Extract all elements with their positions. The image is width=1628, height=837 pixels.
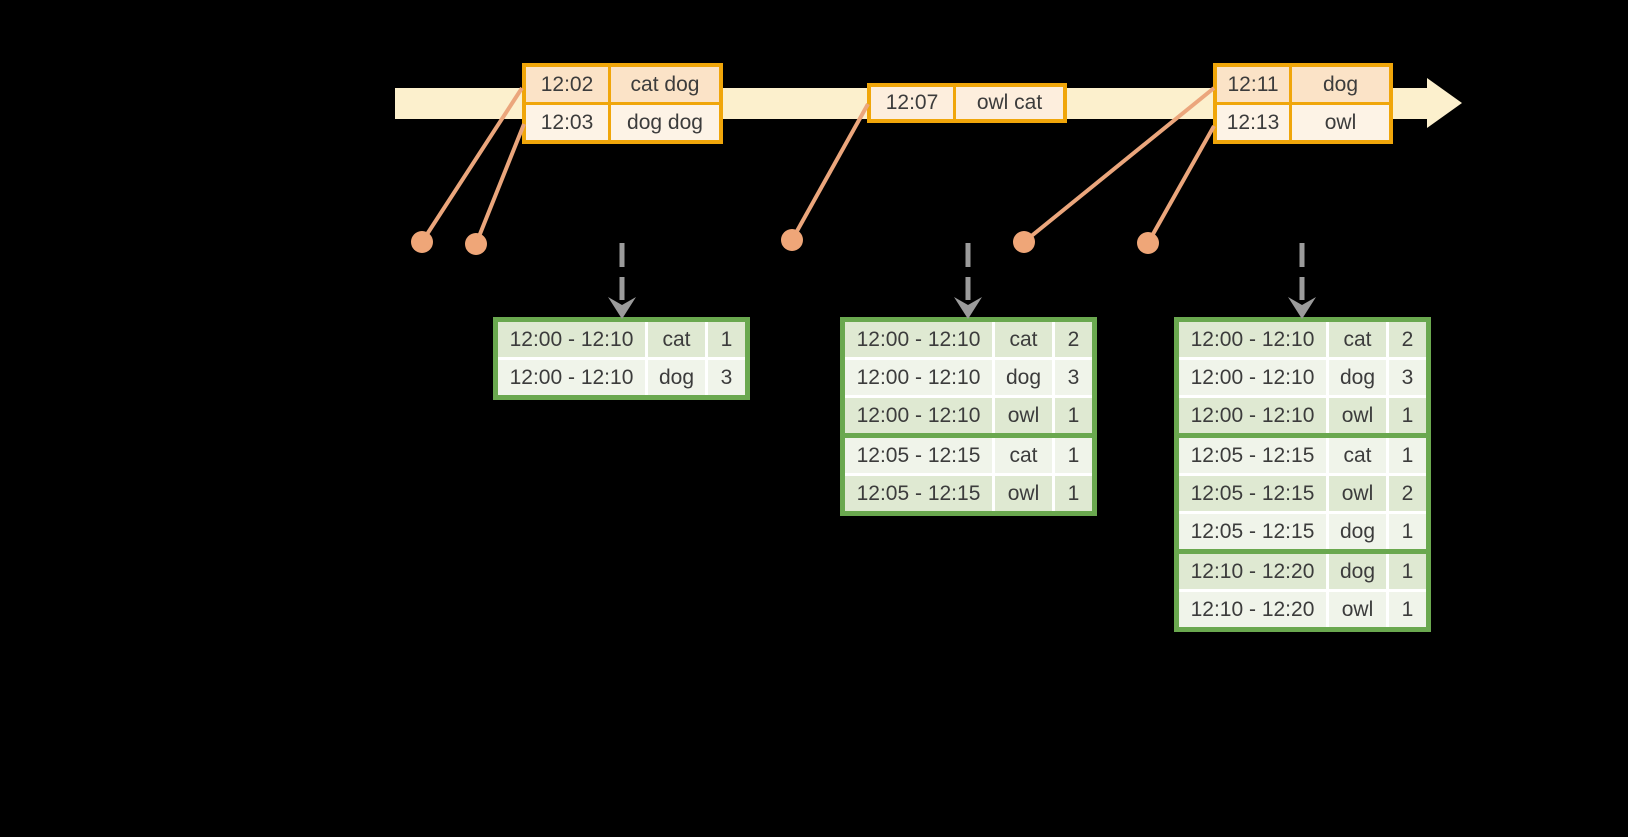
table-row: 12:00 - 12:10 owl 1 xyxy=(845,398,1092,433)
word-cell: owl xyxy=(995,398,1052,433)
window-group: 12:10 - 12:20 dog 1 12:10 - 12:20 owl 1 xyxy=(1179,554,1426,627)
count-cell: 1 xyxy=(708,322,745,357)
count-cell: 1 xyxy=(1389,514,1426,549)
count-cell: 1 xyxy=(1055,476,1092,511)
event-row: 12:02 cat dog xyxy=(526,67,719,102)
window-cell: 12:00 - 12:10 xyxy=(498,360,645,395)
event-words: owl xyxy=(1292,105,1389,140)
trigger-arrowhead-icon xyxy=(1288,297,1316,319)
window-group: 12:05 - 12:15 cat 1 12:05 - 12:15 owl 1 xyxy=(845,438,1092,511)
event-time: 12:02 xyxy=(526,67,608,102)
window-cell: 12:00 - 12:10 xyxy=(845,398,992,433)
count-cell: 3 xyxy=(1055,360,1092,395)
word-cell: dog xyxy=(648,360,705,395)
table-row: 12:05 - 12:15 owl 1 xyxy=(845,476,1092,511)
event-time: 12:03 xyxy=(526,105,608,140)
trigger-arrowhead-icon xyxy=(954,297,982,319)
event-words: dog dog xyxy=(611,105,719,140)
window-group: 12:00 - 12:10 cat 1 12:00 - 12:10 dog 3 xyxy=(498,322,745,395)
event-row: 12:11 dog xyxy=(1217,67,1389,102)
event-time: 12:07 xyxy=(871,87,953,119)
count-cell: 3 xyxy=(1389,360,1426,395)
word-cell: owl xyxy=(1329,398,1386,433)
count-cell: 1 xyxy=(1389,554,1426,589)
window-cell: 12:05 - 12:15 xyxy=(845,438,992,473)
window-cell: 12:10 - 12:20 xyxy=(1179,592,1326,627)
event-dot-icon xyxy=(1013,231,1035,253)
word-cell: dog xyxy=(1329,554,1386,589)
count-cell: 1 xyxy=(1389,438,1426,473)
window-cell: 12:05 - 12:15 xyxy=(1179,514,1326,549)
word-cell: cat xyxy=(995,438,1052,473)
table-row: 12:00 - 12:10 cat 2 xyxy=(1179,322,1426,357)
count-cell: 3 xyxy=(708,360,745,395)
table-row: 12:05 - 12:15 cat 1 xyxy=(845,438,1092,473)
table-row: 12:05 - 12:15 owl 2 xyxy=(1179,476,1426,511)
event-dot-icon xyxy=(465,233,487,255)
table-row: 12:10 - 12:20 owl 1 xyxy=(1179,592,1426,627)
event-row: 12:13 owl xyxy=(1217,105,1389,140)
window-group: 12:00 - 12:10 cat 2 12:00 - 12:10 dog 3 … xyxy=(845,322,1092,433)
window-cell: 12:05 - 12:15 xyxy=(1179,438,1326,473)
table-row: 12:00 - 12:10 dog 3 xyxy=(845,360,1092,395)
table-row: 12:10 - 12:20 dog 1 xyxy=(1179,554,1426,589)
table-row: 12:05 - 12:15 dog 1 xyxy=(1179,514,1426,549)
window-cell: 12:00 - 12:10 xyxy=(1179,360,1326,395)
event-row: 12:07 owl cat xyxy=(871,87,1063,119)
window-cell: 12:00 - 12:10 xyxy=(1179,322,1326,357)
window-group: 12:00 - 12:10 cat 2 12:00 - 12:10 dog 3 … xyxy=(1179,322,1426,433)
event-words: owl cat xyxy=(956,87,1063,119)
word-cell: cat xyxy=(995,322,1052,357)
timeline-arrowhead-icon xyxy=(1427,78,1462,128)
word-cell: cat xyxy=(648,322,705,357)
table-row: 12:00 - 12:10 cat 1 xyxy=(498,322,745,357)
word-cell: dog xyxy=(1329,360,1386,395)
result-table: 12:00 - 12:10 cat 1 12:00 - 12:10 dog 3 xyxy=(493,317,750,400)
word-cell: cat xyxy=(1329,322,1386,357)
event-table: 12:11 dog 12:13 owl xyxy=(1213,63,1393,144)
table-row: 12:00 - 12:10 dog 3 xyxy=(498,360,745,395)
window-cell: 12:00 - 12:10 xyxy=(1179,398,1326,433)
result-table: 12:00 - 12:10 cat 2 12:00 - 12:10 dog 3 … xyxy=(840,317,1097,516)
window-cell: 12:00 - 12:10 xyxy=(498,322,645,357)
event-connector-line xyxy=(1146,125,1216,244)
event-time: 12:13 xyxy=(1217,105,1289,140)
window-cell: 12:00 - 12:10 xyxy=(845,360,992,395)
table-row: 12:00 - 12:10 cat 2 xyxy=(845,322,1092,357)
table-row: 12:00 - 12:10 owl 1 xyxy=(1179,398,1426,433)
event-table: 12:07 owl cat xyxy=(867,83,1067,123)
count-cell: 1 xyxy=(1389,592,1426,627)
window-cell: 12:05 - 12:15 xyxy=(1179,476,1326,511)
event-words: dog xyxy=(1292,67,1389,102)
window-cell: 12:10 - 12:20 xyxy=(1179,554,1326,589)
event-dot-icon xyxy=(1137,232,1159,254)
word-cell: dog xyxy=(995,360,1052,395)
trigger-arrowhead-icon xyxy=(608,297,636,319)
count-cell: 2 xyxy=(1055,322,1092,357)
event-dot-icon xyxy=(781,229,803,251)
event-connector-line xyxy=(790,103,870,241)
event-row: 12:03 dog dog xyxy=(526,105,719,140)
event-connector-line xyxy=(474,123,526,245)
event-time: 12:11 xyxy=(1217,67,1289,102)
count-cell: 2 xyxy=(1389,476,1426,511)
result-table: 12:00 - 12:10 cat 2 12:00 - 12:10 dog 3 … xyxy=(1174,317,1431,632)
window-cell: 12:05 - 12:15 xyxy=(845,476,992,511)
count-cell: 1 xyxy=(1055,398,1092,433)
table-row: 12:05 - 12:15 cat 1 xyxy=(1179,438,1426,473)
word-cell: owl xyxy=(1329,476,1386,511)
window-cell: 12:00 - 12:10 xyxy=(845,322,992,357)
word-cell: owl xyxy=(1329,592,1386,627)
word-cell: owl xyxy=(995,476,1052,511)
event-table: 12:02 cat dog 12:03 dog dog xyxy=(522,63,723,144)
event-dot-icon xyxy=(411,231,433,253)
table-row: 12:00 - 12:10 dog 3 xyxy=(1179,360,1426,395)
word-cell: dog xyxy=(1329,514,1386,549)
count-cell: 2 xyxy=(1389,322,1426,357)
event-words: cat dog xyxy=(611,67,719,102)
window-group: 12:05 - 12:15 cat 1 12:05 - 12:15 owl 2 … xyxy=(1179,438,1426,549)
count-cell: 1 xyxy=(1055,438,1092,473)
word-cell: cat xyxy=(1329,438,1386,473)
count-cell: 1 xyxy=(1389,398,1426,433)
